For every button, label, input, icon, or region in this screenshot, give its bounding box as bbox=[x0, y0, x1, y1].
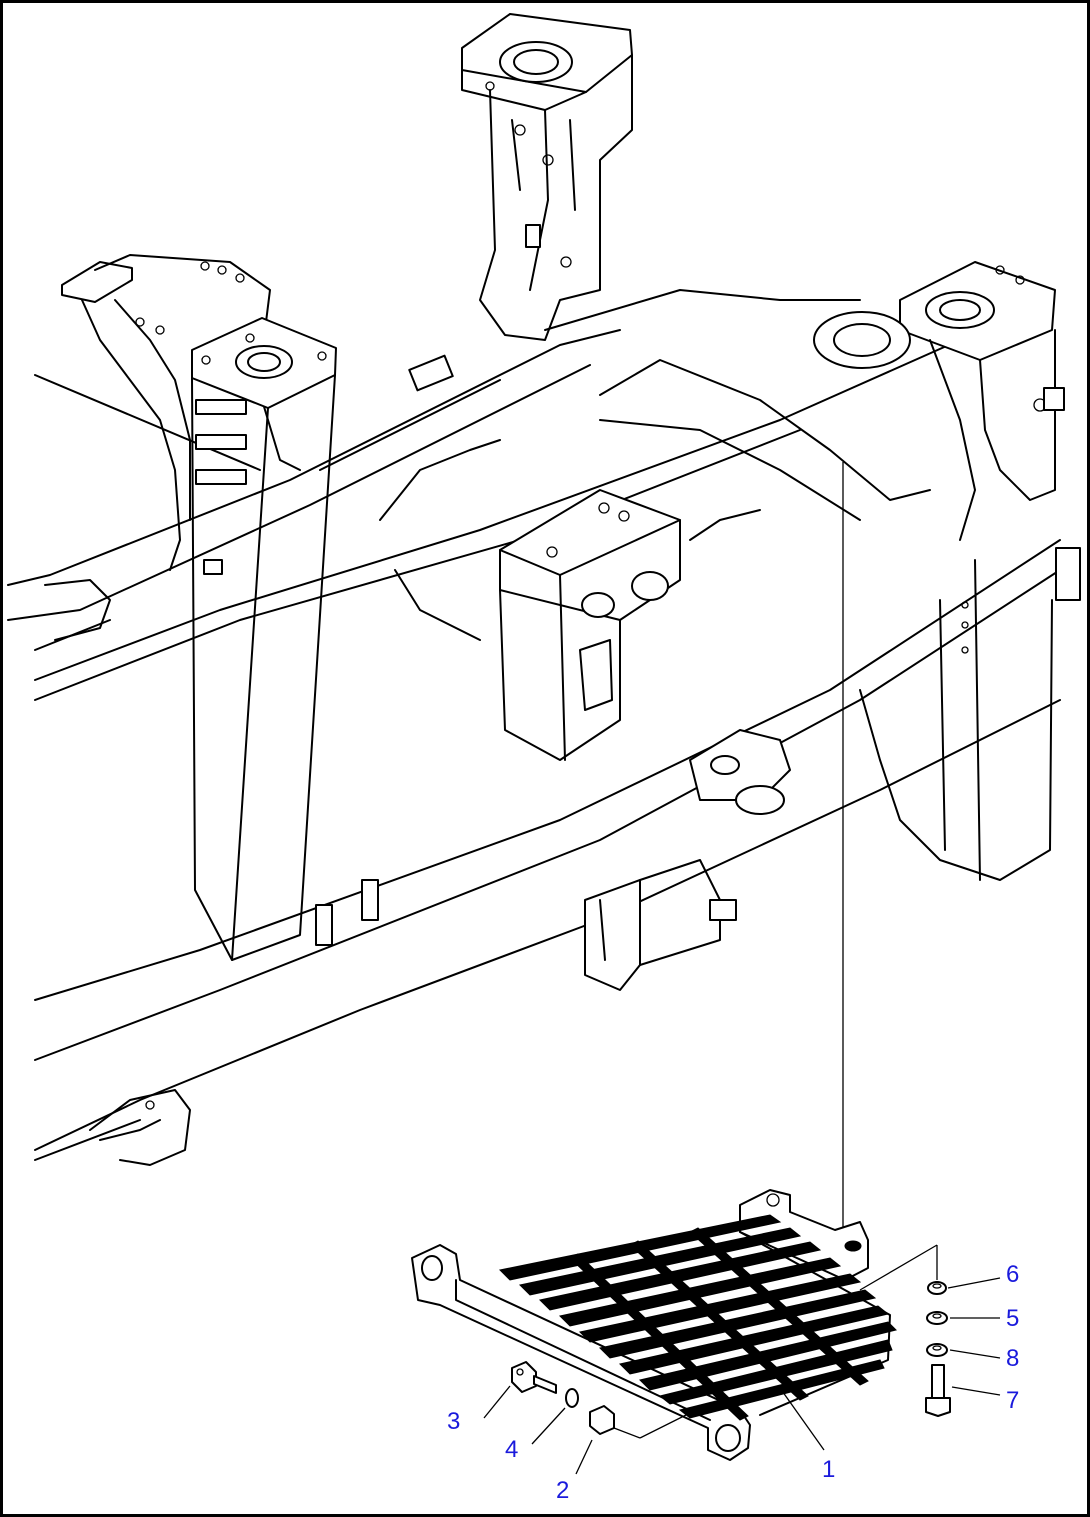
center-bracket bbox=[499, 489, 681, 761]
right-frame-end bbox=[859, 559, 1053, 881]
callout-6: 6 bbox=[1006, 1261, 1019, 1288]
arch-member bbox=[379, 289, 931, 641]
callout-1: 1 bbox=[822, 1456, 835, 1483]
nut-leader bbox=[639, 1407, 701, 1439]
nut-item-2 bbox=[589, 1405, 615, 1435]
callout-3: 3 bbox=[447, 1408, 460, 1435]
fasteners bbox=[511, 1244, 951, 1439]
washer-item-8 bbox=[926, 1343, 948, 1357]
middle-rail bbox=[34, 299, 1061, 1161]
fastener-guide-line bbox=[859, 1244, 938, 1291]
nut-item-6 bbox=[927, 1281, 947, 1295]
washer-item-5 bbox=[926, 1311, 948, 1325]
grating-slats bbox=[498, 1214, 897, 1421]
left-main-rail bbox=[7, 329, 621, 651]
rear-tower bbox=[461, 13, 633, 341]
front-left-tower bbox=[191, 317, 337, 961]
washer-item-4 bbox=[565, 1388, 579, 1408]
rail-lug bbox=[361, 879, 379, 921]
nut-leader bbox=[613, 1427, 641, 1439]
callout-7: 7 bbox=[1006, 1387, 1019, 1414]
bolt-item-7 bbox=[925, 1364, 951, 1417]
left-support bbox=[61, 254, 301, 571]
callout-2: 2 bbox=[556, 1477, 569, 1504]
callout-labels: 1 2 3 4 5 6 7 8 bbox=[447, 1261, 1019, 1504]
rear-lower-mount bbox=[89, 1089, 191, 1166]
callout-8: 8 bbox=[1006, 1345, 1019, 1372]
callout-leaders bbox=[483, 1277, 1001, 1475]
rail-lug bbox=[315, 904, 333, 946]
callout-4: 4 bbox=[505, 1436, 518, 1463]
step-grating bbox=[411, 1189, 897, 1461]
bolt-item-3 bbox=[511, 1361, 557, 1394]
machine-frame-illustration bbox=[7, 13, 1081, 1166]
callout-5: 5 bbox=[1006, 1305, 1019, 1332]
right-tower bbox=[813, 261, 1081, 601]
lower-hanger bbox=[584, 729, 791, 991]
